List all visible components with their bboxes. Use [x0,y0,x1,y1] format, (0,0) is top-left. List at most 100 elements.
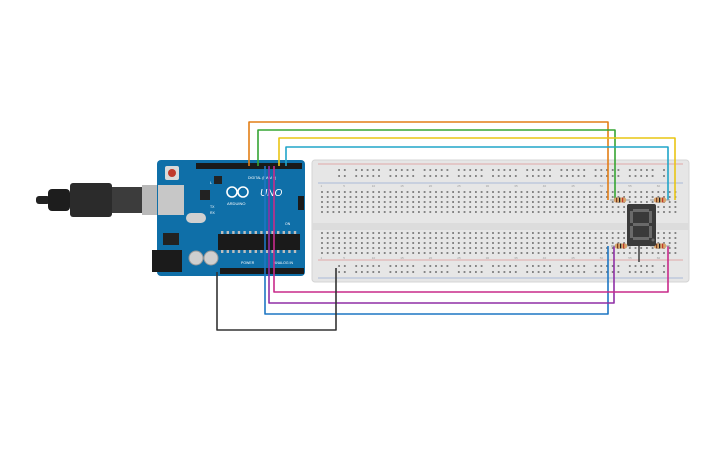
breadboard-hole[interactable] [435,191,437,193]
rail-hole[interactable] [606,265,608,267]
breadboard-hole[interactable] [520,191,523,193]
breadboard-hole[interactable] [503,211,506,213]
breadboard-hole[interactable] [543,201,546,203]
breadboard-hole[interactable] [492,206,494,208]
breadboard-hole[interactable] [571,191,574,193]
breadboard-hole[interactable] [486,196,489,198]
breadboard-hole[interactable] [400,191,403,193]
rail-hole[interactable] [583,265,586,267]
breadboard-hole[interactable] [440,201,443,203]
breadboard-hole[interactable] [509,242,511,244]
rail-hole[interactable] [480,169,483,171]
breadboard-hole[interactable] [543,196,546,198]
breadboard-hole[interactable] [497,211,500,213]
breadboard-hole[interactable] [321,191,323,193]
breadboard-hole[interactable] [657,252,660,254]
breadboard-hole[interactable] [646,247,648,249]
breadboard-hole[interactable] [446,211,449,213]
rail-hole[interactable] [366,271,369,273]
breadboard-hole[interactable] [372,206,375,208]
breadboard-hole[interactable] [486,242,489,244]
rail-hole[interactable] [526,169,529,171]
breadboard-hole[interactable] [457,247,460,249]
breadboard-hole[interactable] [435,206,437,208]
rail-hole[interactable] [492,265,494,267]
rail-hole[interactable] [509,169,511,171]
breadboard-hole[interactable] [412,201,415,203]
breadboard-hole[interactable] [435,211,437,213]
breadboard-hole[interactable] [594,252,597,254]
breadboard-hole[interactable] [611,242,614,244]
rail-hole[interactable] [577,169,580,171]
breadboard-hole[interactable] [475,247,477,249]
rail-hole[interactable] [503,265,506,267]
breadboard-hole[interactable] [480,206,483,208]
breadboard-hole[interactable] [571,211,574,213]
breadboard-hole[interactable] [400,196,403,198]
breadboard-hole[interactable] [560,252,563,254]
breadboard-hole[interactable] [589,232,591,234]
rail-hole[interactable] [355,265,358,267]
rail-hole[interactable] [543,265,546,267]
breadboard-hole[interactable] [549,201,551,203]
rail-hole[interactable] [497,175,500,177]
breadboard-hole[interactable] [514,211,517,213]
breadboard-hole[interactable] [326,211,329,213]
rail-hole[interactable] [532,169,534,171]
breadboard-hole[interactable] [537,242,540,244]
breadboard-hole[interactable] [321,196,323,198]
rail-hole[interactable] [429,175,432,177]
breadboard-hole[interactable] [674,242,677,244]
rail-hole[interactable] [560,271,563,273]
breadboard-hole[interactable] [503,252,506,254]
breadboard-hole[interactable] [389,191,392,193]
breadboard-hole[interactable] [646,196,648,198]
breadboard-hole[interactable] [497,196,500,198]
rail-hole[interactable] [366,169,369,171]
breadboard-hole[interactable] [560,247,563,249]
reset-button-cap[interactable] [168,169,176,177]
breadboard-hole[interactable] [646,252,648,254]
rail-hole[interactable] [611,271,614,273]
breadboard-hole[interactable] [366,211,369,213]
rail-hole[interactable] [617,169,620,171]
rail-hole[interactable] [355,169,358,171]
breadboard-hole[interactable] [509,237,511,239]
breadboard-hole[interactable] [651,252,654,254]
breadboard-hole[interactable] [617,211,620,213]
breadboard-hole[interactable] [634,252,637,254]
rail-hole[interactable] [526,271,529,273]
breadboard-hole[interactable] [560,232,563,234]
rail-hole[interactable] [611,169,614,171]
rail-hole[interactable] [628,271,631,273]
rail-hole[interactable] [338,271,340,273]
rail-hole[interactable] [549,175,551,177]
breadboard-hole[interactable] [514,247,517,249]
breadboard-hole[interactable] [634,191,637,193]
breadboard-hole[interactable] [520,206,523,208]
breadboard-hole[interactable] [549,232,551,234]
breadboard-hole[interactable] [418,242,420,244]
breadboard-hole[interactable] [532,232,534,234]
breadboard-hole[interactable] [372,252,375,254]
breadboard-hole[interactable] [497,232,500,234]
breadboard-hole[interactable] [378,242,380,244]
breadboard-hole[interactable] [577,242,580,244]
breadboard-hole[interactable] [406,242,409,244]
breadboard-hole[interactable] [395,252,397,254]
breadboard-hole[interactable] [355,247,358,249]
rail-hole[interactable] [646,271,648,273]
breadboard-hole[interactable] [617,196,620,198]
breadboard-hole[interactable] [583,211,586,213]
breadboard-hole[interactable] [600,247,603,249]
breadboard-hole[interactable] [549,196,551,198]
breadboard-hole[interactable] [668,201,671,203]
breadboard-hole[interactable] [406,201,409,203]
breadboard-hole[interactable] [480,196,483,198]
breadboard-hole[interactable] [435,247,437,249]
breadboard-hole[interactable] [480,201,483,203]
rail-hole[interactable] [663,169,665,171]
breadboard-hole[interactable] [634,201,637,203]
breadboard-hole[interactable] [589,252,591,254]
breadboard-hole[interactable] [463,247,466,249]
